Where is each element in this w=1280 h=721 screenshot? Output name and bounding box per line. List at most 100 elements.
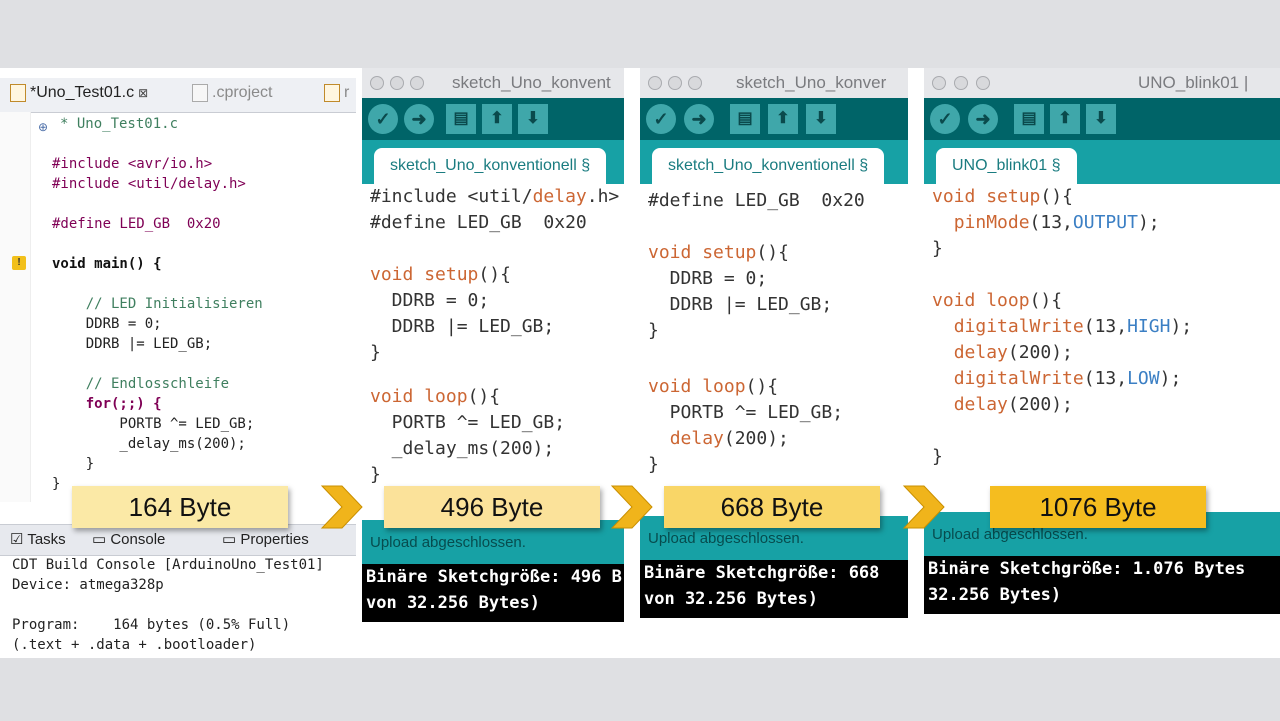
window-close-button[interactable] <box>648 76 662 90</box>
window-minimize-button[interactable] <box>390 76 404 90</box>
code-line: } <box>52 456 95 472</box>
chevron-right-icon <box>610 485 653 529</box>
check-icon[interactable]: ✓ <box>368 104 398 134</box>
code-line: #include <util/delay.h> <box>370 186 620 207</box>
window-zoom-button[interactable] <box>976 76 990 90</box>
console-line: Device: atmega328p <box>12 577 164 593</box>
arrow-down-icon[interactable]: ⬇ <box>1086 104 1116 134</box>
code-line: void main() { <box>52 256 162 272</box>
tab-tasks[interactable]: ☑ Tasks <box>10 531 66 548</box>
editor-gutter <box>0 112 31 502</box>
check-icon[interactable]: ✓ <box>646 104 676 134</box>
arrow-up-icon[interactable]: ⬆ <box>1050 104 1080 134</box>
c-file-icon <box>10 84 26 102</box>
document-icon[interactable]: ▤ <box>730 104 760 134</box>
code-line: } <box>648 320 659 341</box>
window-minimize-button[interactable] <box>668 76 682 90</box>
check-icon[interactable]: ✓ <box>930 104 960 134</box>
file-icon <box>192 84 208 102</box>
code-line: delay(200); <box>669 428 789 449</box>
expand-icon[interactable]: ⊕ <box>38 120 49 134</box>
code-line: DDRB |= LED_GB; <box>648 294 833 315</box>
tab-console[interactable]: ▭ Console <box>92 531 166 548</box>
code-line: } <box>52 476 61 492</box>
arduino-window-3: UNO_blink01 | ✓ ➜ ▤ ⬆ ⬇ UNO_blink01 § vo… <box>924 68 1280 628</box>
code-editor[interactable]: * Uno_Test01.c #include <avr/io.h> #incl… <box>30 112 356 512</box>
title-bar: sketch_Uno_konver <box>640 68 908 99</box>
code-line: void setup(){ <box>932 186 1073 207</box>
arrow-right-icon[interactable]: ➜ <box>404 104 434 134</box>
code-line: digitalWrite(13,LOW); <box>953 368 1182 389</box>
code-line: #define LED_GB 0x20 <box>52 216 221 232</box>
code-line: digitalWrite(13,HIGH); <box>953 316 1193 337</box>
sketch-tab-bar: sketch_Uno_konventionell § <box>362 140 624 184</box>
arrow-down-icon[interactable]: ⬇ <box>806 104 836 134</box>
status-bar: Upload abgeschlossen. <box>924 512 1280 560</box>
code-line: // Endlosschleife <box>52 376 230 392</box>
document-icon[interactable]: ▤ <box>446 104 476 134</box>
arrow-right-icon[interactable]: ➜ <box>968 104 998 134</box>
title-bar: sketch_Uno_konvent <box>362 68 624 99</box>
status-bar: Upload abgeschlossen. <box>362 520 624 568</box>
tab-uno-test01[interactable]: *Uno_Test01.c⊠ <box>10 84 148 102</box>
sketch-tab-bar: UNO_blink01 § <box>924 140 1280 184</box>
sketch-tab-bar: sketch_Uno_konventionell § <box>640 140 908 184</box>
sketch-tab[interactable]: sketch_Uno_konventionell § <box>652 148 885 184</box>
arrow-up-icon[interactable]: ⬆ <box>768 104 798 134</box>
arrow-up-icon[interactable]: ⬆ <box>482 104 512 134</box>
console-line: Program: 164 bytes (0.5% Full) <box>12 617 291 633</box>
code-line: for(;;) { <box>52 396 162 412</box>
code-line: #include <avr/io.h> <box>52 156 213 172</box>
code-line: } <box>648 454 659 475</box>
code-line: #define LED_GB 0x20 <box>370 212 587 233</box>
code-line: _delay_ms(200); <box>52 436 246 452</box>
byte-label-eclipse: 164 Byte <box>72 486 288 528</box>
window-minimize-button[interactable] <box>954 76 968 90</box>
window-close-button[interactable] <box>370 76 384 90</box>
window-title: UNO_blink01 | <box>1138 73 1249 92</box>
code-line: * Uno_Test01.c <box>60 116 179 132</box>
toolbar: ✓ ➜ ▤ ⬆ ⬇ <box>640 98 908 140</box>
build-console: CDT Build Console [ArduinoUno_Test01] De… <box>0 555 356 658</box>
code-line: void loop(){ <box>932 290 1063 311</box>
code-line: } <box>370 342 381 363</box>
code-line: _delay_ms(200); <box>370 438 555 459</box>
code-line: void loop(){ <box>648 376 779 397</box>
code-line: delay(200); <box>953 394 1073 415</box>
document-icon[interactable]: ▤ <box>1014 104 1044 134</box>
toolbar: ✓ ➜ ▤ ⬆ ⬇ <box>924 98 1280 140</box>
console-line: CDT Build Console [ArduinoUno_Test01] <box>12 557 324 573</box>
arduino-window-1: sketch_Uno_konvent ✓ ➜ ▤ ⬆ ⬇ sketch_Uno_… <box>362 68 624 628</box>
code-line: void loop(){ <box>370 386 501 407</box>
window-title: sketch_Uno_konver <box>736 73 887 92</box>
byte-label-arduino-3: 1076 Byte <box>990 486 1206 528</box>
code-line: } <box>932 446 943 467</box>
tab-properties[interactable]: ▭ Properties <box>222 531 309 548</box>
arrow-down-icon[interactable]: ⬇ <box>518 104 548 134</box>
window-close-button[interactable] <box>932 76 946 90</box>
window-zoom-button[interactable] <box>688 76 702 90</box>
warning-icon: ! <box>12 256 26 270</box>
code-line: PORTB ^= LED_GB; <box>370 412 566 433</box>
sketch-tab[interactable]: UNO_blink01 § <box>936 148 1077 184</box>
chevron-right-icon <box>320 485 363 529</box>
sketch-editor[interactable]: void setup(){ pinMode(13,OUTPUT); } void… <box>924 184 1280 484</box>
tab-more[interactable]: r <box>324 84 349 102</box>
arrow-right-icon[interactable]: ➜ <box>684 104 714 134</box>
window-zoom-button[interactable] <box>410 76 424 90</box>
eclipse-editor: *Uno_Test01.c⊠ .cproject r ⊕ ! * Uno_Tes… <box>0 68 356 658</box>
code-line: // LED Initialisieren <box>52 296 263 312</box>
tab-cproject[interactable]: .cproject <box>192 84 272 102</box>
code-line: #define LED_GB 0x20 <box>648 190 865 211</box>
editor-tab-bar: *Uno_Test01.c⊠ .cproject r <box>0 78 356 113</box>
code-line: DDRB = 0; <box>52 316 162 332</box>
sketch-editor[interactable]: #define LED_GB 0x20 void setup(){ DDRB =… <box>640 184 908 484</box>
sketch-editor[interactable]: #include <util/delay.h> #define LED_GB 0… <box>362 184 624 485</box>
slide: *Uno_Test01.c⊠ .cproject r ⊕ ! * Uno_Tes… <box>0 68 1280 658</box>
sketch-tab[interactable]: sketch_Uno_konventionell § <box>374 148 607 184</box>
code-line: delay(200); <box>953 342 1073 363</box>
code-line: DDRB = 0; <box>370 290 490 311</box>
close-icon[interactable]: ⊠ <box>138 86 149 101</box>
